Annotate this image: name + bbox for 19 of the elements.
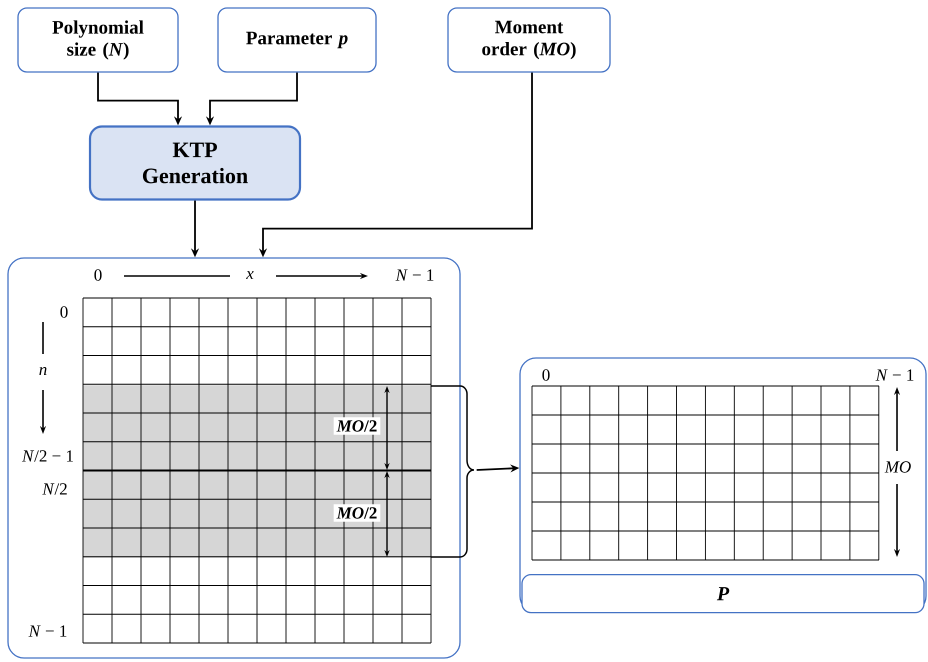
input-box: Parameter p	[217, 7, 377, 73]
row-label: N − 1	[28, 625, 66, 637]
input-box: Moment order (MO)	[447, 7, 611, 73]
row-label: N/2	[42, 483, 67, 495]
input-box: Polynomial size (N)	[17, 7, 179, 73]
output-box: P	[521, 574, 925, 614]
dimension-label: MO/2	[334, 504, 380, 522]
panel-box	[7, 257, 461, 659]
dimension-label: MO/2	[334, 417, 380, 435]
axis-label: x	[246, 271, 254, 279]
axis-label: N − 1	[396, 269, 434, 281]
process-box: KTP Generation	[88, 125, 302, 201]
axis-label: 0	[60, 306, 68, 318]
row-label: N/2 − 1	[22, 450, 73, 462]
axis-label: 0	[94, 269, 102, 281]
axis-label: 0	[542, 369, 550, 381]
axis-label: N − 1	[876, 369, 914, 381]
axis-label: n	[39, 367, 47, 375]
dimension-label: MO	[884, 461, 911, 473]
